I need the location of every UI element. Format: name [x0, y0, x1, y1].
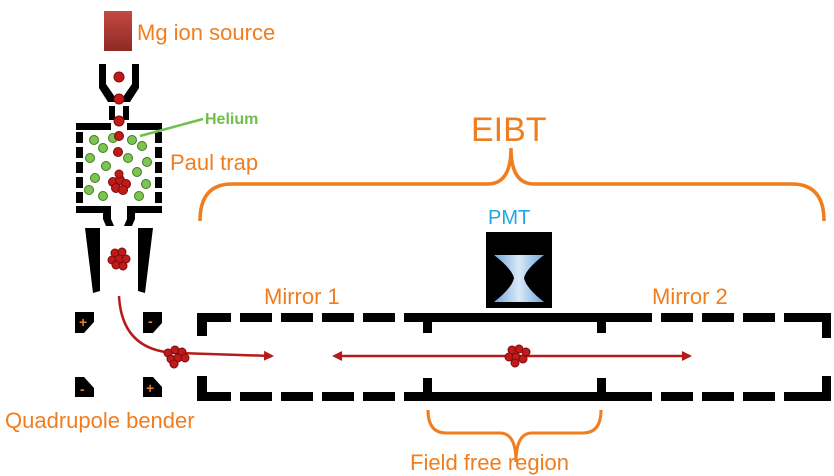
helium-label: Helium	[205, 111, 258, 128]
paul-trap-label: Paul trap	[170, 150, 258, 175]
source-label: Mg ion source	[137, 20, 275, 45]
mg-ion-source	[104, 11, 132, 51]
polarity-plus-bottom: +	[146, 380, 154, 396]
ion-bunch-trap	[504, 344, 531, 368]
ion-bunch-bender	[163, 345, 190, 369]
field-free-bracket	[426, 409, 603, 463]
helium-pointer	[139, 117, 204, 138]
injected-ions	[113, 71, 125, 127]
trapped-ions	[108, 131, 131, 195]
polarity-minus-bottom: -	[80, 381, 85, 397]
pmt-label: PMT	[488, 207, 530, 229]
eibt-bottom-electrodes	[197, 376, 831, 401]
eibt-label: EIBT	[471, 111, 547, 149]
pmt-detector	[486, 232, 552, 308]
bent-trajectory	[117, 295, 274, 361]
field-free-label: Field free region	[410, 450, 569, 475]
einzel-lens	[85, 228, 153, 293]
eibt-brace	[198, 147, 826, 222]
quadrupole-polarity: + - - +	[79, 313, 154, 397]
eibt-top-electrodes	[197, 313, 831, 338]
paul-trap-electrodes	[76, 123, 162, 226]
mirror1-label: Mirror 1	[264, 284, 340, 309]
mirror2-label: Mirror 2	[652, 284, 728, 309]
quadrupole-label: Quadrupole bender	[5, 408, 195, 433]
polarity-plus-top: +	[79, 314, 87, 330]
polarity-minus-top: -	[148, 313, 153, 329]
helium-atoms	[84, 133, 152, 201]
quadrupole-electrodes	[75, 312, 162, 397]
ion-bunch-lens	[107, 247, 131, 271]
source-funnel	[99, 64, 139, 120]
